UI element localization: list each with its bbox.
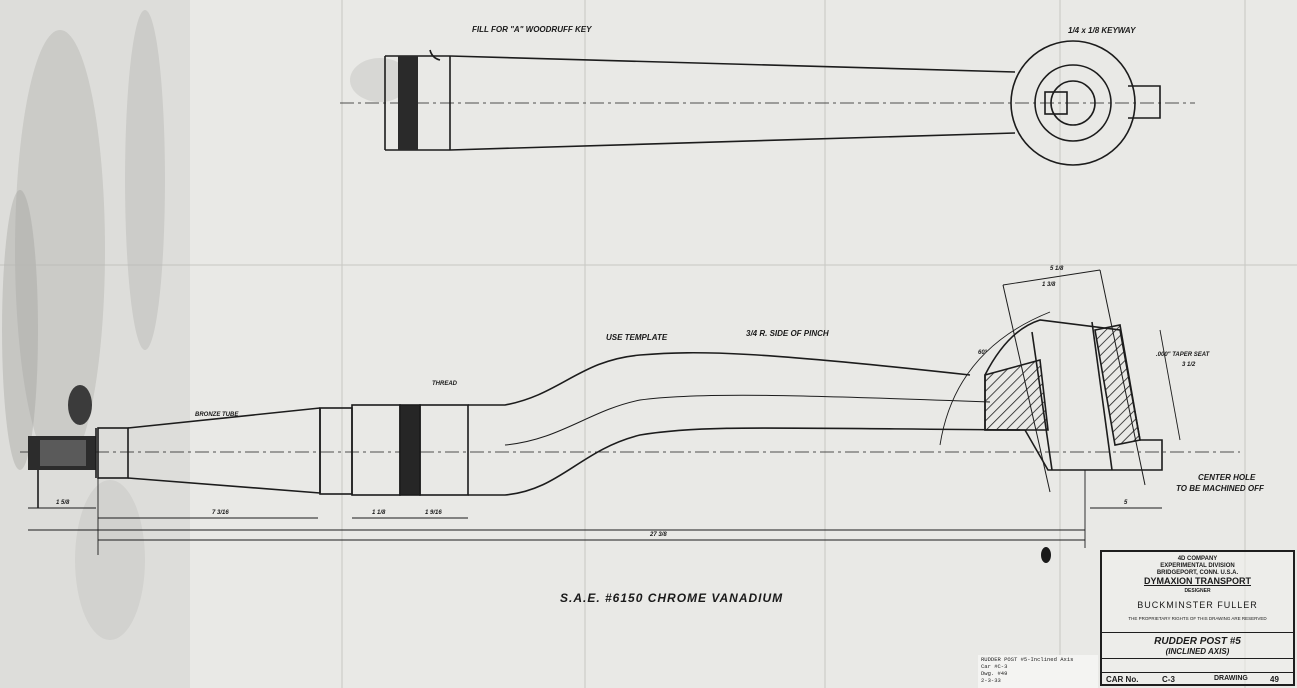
part-subtitle: (INCLINED AXIS)	[1165, 647, 1230, 656]
note-line-3: Dwg. #49	[981, 669, 1008, 677]
dim-7-3-16: 7 3/16	[212, 510, 229, 516]
dim-bottom: 5	[1124, 500, 1128, 506]
designer-name: BUCKMINSTER FULLER	[1137, 600, 1258, 610]
title-block-divider	[1102, 632, 1293, 633]
thread-note: THREAD	[432, 381, 457, 387]
side-view-rudder-post	[20, 269, 1240, 555]
keyway-note: 1/4 x 1/8 KEYWAY	[1068, 26, 1136, 35]
title-block: 4D COMPANY EXPERIMENTAL DIVISION BRIDGEP…	[1100, 550, 1295, 686]
dim-1-9-16: 1 9/16	[425, 510, 442, 516]
part-name: RUDDER POST #5	[1154, 636, 1241, 647]
company-name: 4D COMPANY	[1177, 556, 1218, 562]
product-name: DYMAXION TRANSPORT	[1143, 576, 1251, 586]
proprietary-notice: THE PROPRIETARY RIGHTS OF THIS DRAWING A…	[1128, 616, 1267, 621]
drawing-number: 49	[1270, 675, 1279, 684]
note-line-2: Car #C-3	[981, 662, 1008, 670]
taper-note: BRONZE TUBE	[195, 412, 239, 418]
dim-1-1-8: 1 1/8	[372, 510, 386, 516]
dim-side: 3 1/2	[1182, 362, 1196, 368]
designer-label: DESIGNER	[1184, 588, 1211, 594]
dim-1-5-8: 1 5/8	[56, 500, 70, 506]
note-line-1: RUDDER POST #5-Inclined Axis	[981, 656, 1074, 663]
fill-woodruff-note: FILL FOR "A" WOODRUFF KEY	[472, 25, 592, 34]
note-line-4: 2-3-33	[981, 676, 1001, 684]
paper-stains	[0, 0, 410, 688]
ink-dot	[1041, 547, 1051, 563]
use-template-note: USE TEMPLATE	[606, 333, 668, 342]
taper-seat-note: .000" TAPER SEAT	[1156, 352, 1210, 358]
dim-top-2: 1 3/8	[1042, 282, 1056, 288]
company-location: BRIDGEPORT, CONN. U.S.A.	[1156, 570, 1239, 576]
ink-blot	[68, 385, 92, 425]
center-hole-note-2: TO BE MACHINED OFF	[1176, 484, 1264, 493]
typed-note-slip: RUDDER POST #5-Inclined Axis Car #C-3 Dw…	[978, 655, 1098, 688]
angle-note: 60°	[978, 350, 988, 356]
drawing-label: DRAWING	[1214, 675, 1248, 682]
top-view-rudder-arm	[340, 40, 1195, 166]
title-block-divider	[1102, 658, 1293, 659]
car-label: CAR No.	[1106, 675, 1139, 684]
radius-note: 3/4 R. SIDE OF PINCH	[746, 329, 829, 338]
division-name: EXPERIMENTAL DIVISION	[1160, 563, 1235, 569]
title-block-divider	[1102, 672, 1293, 673]
dim-top-1: 5 1/8	[1050, 266, 1064, 272]
material-note: S.A.E. #6150 CHROME VANADIUM	[560, 591, 784, 605]
center-hole-note-1: CENTER HOLE	[1198, 473, 1256, 482]
dim-27-3-8: 27 3/8	[650, 532, 667, 538]
car-number: C-3	[1162, 675, 1175, 684]
